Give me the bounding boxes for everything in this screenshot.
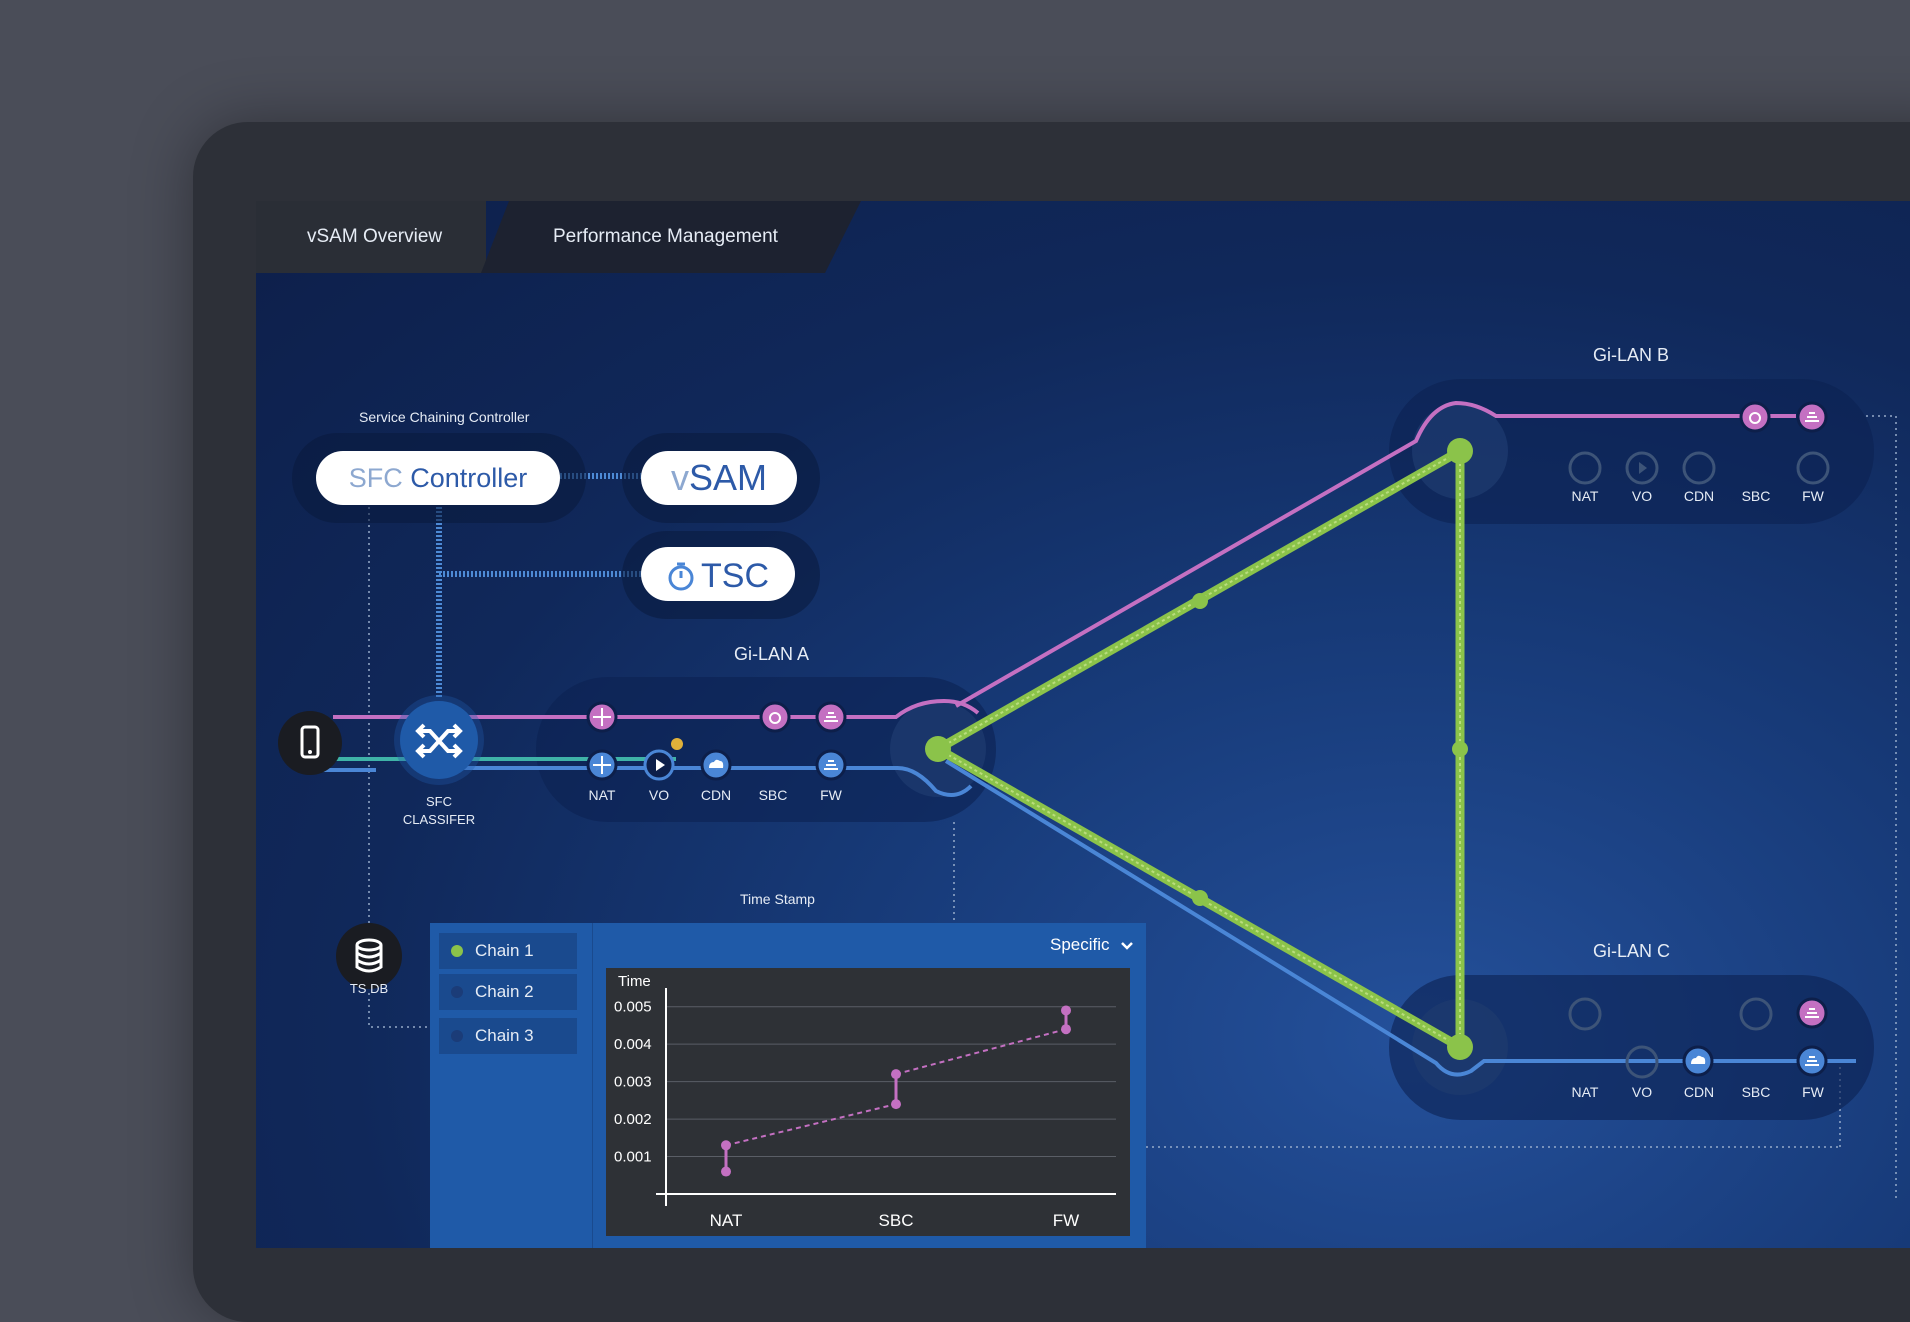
vsam-prefix: v: [670, 457, 689, 498]
vsam-node[interactable]: vSAM: [641, 451, 797, 505]
y-axis-label: Time: [618, 973, 651, 990]
gilan-a-title: Gi-LAN A: [734, 644, 810, 664]
chain-3-label: Chain 3: [475, 1026, 534, 1045]
fw-icon[interactable]: [1796, 1045, 1828, 1077]
tsc-node[interactable]: TSC: [641, 547, 795, 601]
sfc-controller-suffix: Controller: [402, 463, 528, 493]
gilan-b-nf-nat: NAT: [1571, 488, 1599, 504]
active-dot-icon: [451, 945, 463, 957]
y-tick-label: 0.001: [614, 1149, 652, 1166]
range-high-point: [721, 1140, 731, 1151]
gilan-b-nf-sbc: SBC: [1741, 488, 1771, 504]
y-tick-label: 0.004: [614, 1036, 652, 1053]
ts-db-node[interactable]: [336, 923, 402, 989]
x-tick-label: SBC: [879, 1211, 914, 1230]
gilan-a-nf-nat: NAT: [588, 787, 616, 803]
timestamp-title: Time Stamp: [740, 891, 815, 907]
chain-3-item[interactable]: Chain 3: [439, 1018, 577, 1054]
tab-vsam-overview[interactable]: vSAM Overview: [256, 201, 486, 273]
range-low-point: [721, 1166, 731, 1177]
chain-1-label: Chain 1: [475, 941, 534, 960]
sfc-classifier-node[interactable]: [400, 701, 478, 779]
gilan-a-nf-cdn: CDN: [700, 787, 732, 803]
gilan-b-nf-fw: FW: [1802, 488, 1824, 504]
trend-line: [725, 1103, 897, 1147]
y-tick-label: 0.005: [614, 999, 652, 1016]
gilan-c-nf-fw: FW: [1802, 1084, 1824, 1100]
ts-db-label: TS DB: [349, 981, 389, 996]
database-icon: [355, 938, 383, 973]
classifier-label-line2: CLASSIFER: [402, 812, 476, 827]
gilan-c-nf-cdn: CDN: [1683, 1084, 1715, 1100]
cloud-icon[interactable]: [700, 749, 732, 781]
sbc-icon[interactable]: [1739, 997, 1773, 1031]
gilan-b-title: Gi-LAN B: [1593, 345, 1670, 365]
chain-1-item[interactable]: Chain 1: [439, 933, 577, 969]
nat-icon[interactable]: [586, 749, 618, 781]
gilan-a-nf-vo: VO: [648, 787, 670, 803]
panel-divider: [592, 923, 593, 1248]
nat-icon[interactable]: [1568, 451, 1602, 485]
fw-icon[interactable]: [815, 749, 847, 781]
gilan-c-container: [1389, 975, 1874, 1120]
gilan-a-container: [536, 677, 996, 822]
sbc-icon[interactable]: [1739, 401, 1771, 433]
gilan-c-nf-vo: VO: [1631, 1084, 1653, 1100]
chain-2-label: Chain 2: [475, 982, 534, 1001]
gilan-a-nf-sbc: SBC: [758, 787, 788, 803]
gilan-b-nf-vo: VO: [1631, 488, 1653, 504]
play-icon[interactable]: [1625, 451, 1659, 485]
tsc-label: TSC: [701, 557, 769, 596]
specific-dropdown-label: Specific: [1050, 935, 1110, 954]
cloud-icon[interactable]: [1682, 451, 1716, 485]
range-high-point: [891, 1069, 901, 1080]
controller-group-title: Service Chaining Controller: [359, 409, 530, 425]
shuffle-arrows-icon: [415, 723, 463, 759]
y-tick-label: 0.002: [614, 1111, 652, 1128]
specific-dropdown[interactable]: Specific: [1050, 935, 1134, 955]
fw-icon[interactable]: [815, 701, 847, 733]
cloud-icon[interactable]: [1682, 1045, 1714, 1077]
timestamp-panel: Chain 1 Chain 2 Chain 3 Specific Time 0.0…: [430, 923, 1146, 1248]
sbc-icon[interactable]: [759, 701, 791, 733]
inactive-dot-icon: [451, 1030, 463, 1042]
classifier-label-line1: SFC: [426, 794, 452, 809]
gilan-c-nf-sbc: SBC: [1741, 1084, 1771, 1100]
tab-bar: vSAM Overview Performance Management: [256, 201, 1910, 273]
gilan-c-nf-nat: NAT: [1571, 1084, 1599, 1100]
play-icon[interactable]: [643, 749, 675, 781]
x-tick-label: FW: [1053, 1211, 1079, 1230]
nat-icon[interactable]: [586, 701, 618, 733]
vsam-suffix: SAM: [688, 457, 767, 498]
play-icon[interactable]: [1625, 1045, 1659, 1079]
fw-icon[interactable]: [1796, 401, 1828, 433]
gilan-a-nf-fw: FW: [820, 787, 842, 803]
chevron-down-icon: [1120, 941, 1134, 951]
chain-2-item[interactable]: Chain 2: [439, 974, 577, 1010]
sfc-controller-prefix: SFC: [348, 463, 403, 493]
gilan-b-nf-cdn: CDN: [1683, 488, 1715, 504]
mobile-device[interactable]: [278, 711, 342, 775]
tab-performance-management[interactable]: Performance Management: [481, 201, 861, 273]
sfc-controller-node[interactable]: SFC Controller: [316, 451, 560, 505]
fw-icon[interactable]: [1796, 997, 1828, 1029]
range-high-point: [1061, 1005, 1071, 1016]
fw-icon[interactable]: [1796, 451, 1830, 485]
classifier-label: SFC CLASSIFER: [400, 793, 478, 829]
timer-icon: [667, 561, 695, 591]
range-low-point: [891, 1099, 901, 1110]
gilan-c-title: Gi-LAN C: [1593, 941, 1671, 961]
range-low-point: [1061, 1024, 1071, 1035]
app-screen: vSAM Overview Performance Management: [256, 201, 1910, 1248]
inactive-dot-icon: [451, 986, 463, 998]
trend-line: [895, 1028, 1067, 1076]
smartphone-icon: [300, 725, 320, 759]
y-tick-label: 0.003: [614, 1074, 652, 1091]
x-tick-label: NAT: [710, 1211, 743, 1230]
notification-dot-icon: [671, 738, 683, 750]
nat-icon[interactable]: [1568, 997, 1602, 1031]
